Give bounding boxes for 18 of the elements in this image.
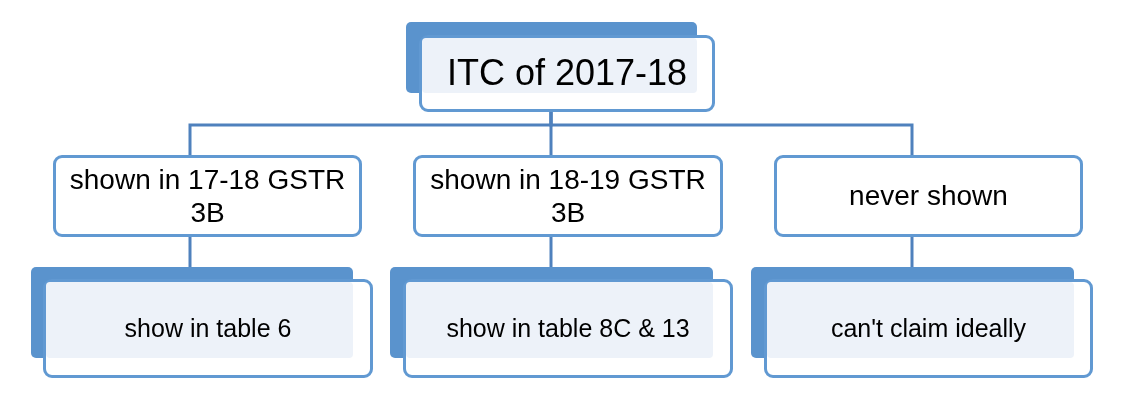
tab-card [751,267,1093,378]
tab-card [31,267,373,378]
connector-line [188,237,192,267]
category-box [413,155,723,237]
node-text: ITC of 2017-18 [446,52,688,95]
tab-card [390,267,733,378]
category-box [53,155,362,237]
node-text: show in table 8C & 13 [446,313,690,344]
title-card [406,22,715,112]
connector-line [910,237,914,267]
node-text: shown in 17-18 GSTR 3B [68,162,347,230]
node-text: can't claim ideally [830,313,1027,344]
category-box [774,155,1083,237]
node-text: never shown [849,179,1008,213]
connector-line [549,237,553,267]
node-text: show in table 6 [124,313,292,344]
connector-line [549,112,914,155]
node-text: shown in 18-19 GSTR 3B [429,162,707,230]
